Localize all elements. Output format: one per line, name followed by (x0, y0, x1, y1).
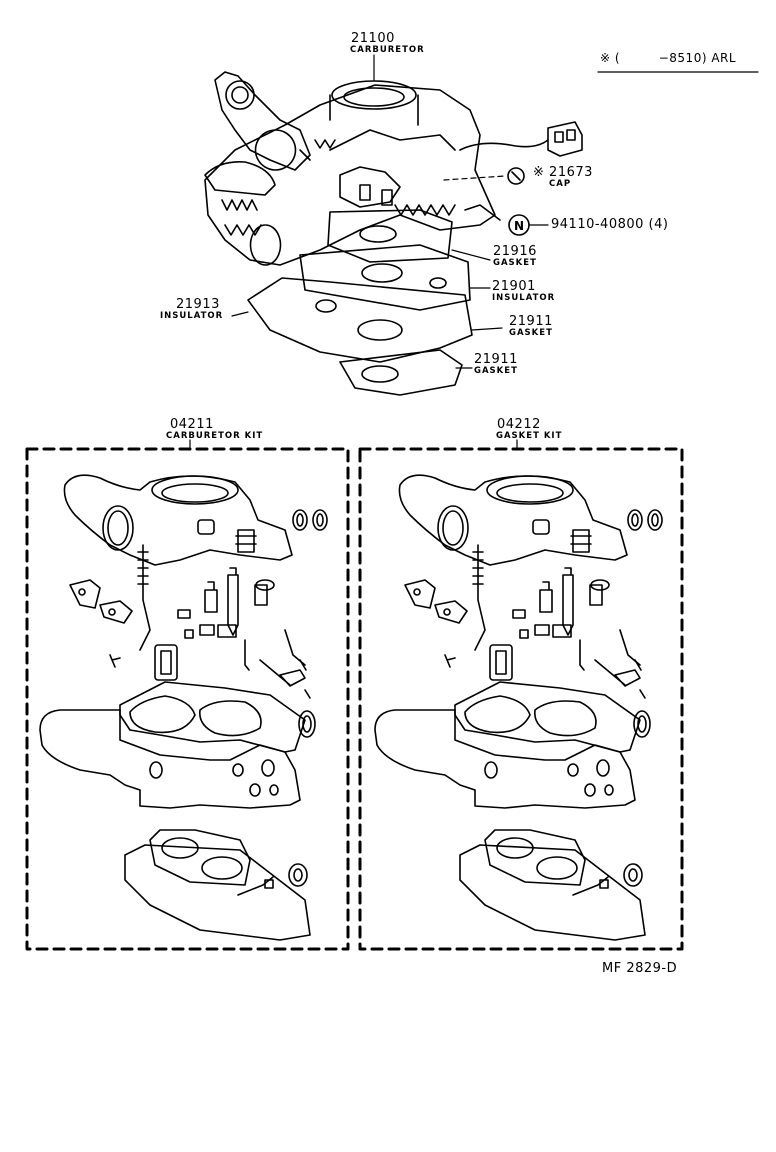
part-name-gasket-21916: GASKET (493, 258, 537, 268)
part-number-bolt: 94110-40800 (4) (551, 217, 669, 232)
note-paren: ( (614, 51, 621, 65)
note-suffix: ARL (711, 51, 737, 65)
gasket-21916 (327, 209, 491, 263)
carburetor-kit-box (25, 447, 350, 951)
cap-mark: ※ (533, 165, 545, 180)
carburetor-assembly (204, 71, 583, 266)
kit-name-carburetor-kit: CARBURETOR KIT (166, 431, 264, 441)
cap-number: 21673 (549, 165, 593, 180)
gasket-kit-contents (374, 474, 663, 941)
part-name-gasket-21911-lower: GASKET (474, 366, 518, 376)
carburetor-kit-contents (39, 474, 328, 941)
figure-code: MF 2829-D (602, 961, 678, 976)
part-name-cap: CAP (549, 179, 572, 189)
kit-name-gasket-kit: GASKET KIT (496, 431, 563, 441)
gasket-21911-lower (339, 349, 473, 396)
note-range: −8510) (658, 51, 708, 65)
part-number-cap: ※ 21673 (533, 166, 593, 179)
gasket-21911-mid (471, 327, 503, 331)
note-mark: ※ (600, 51, 611, 65)
part-name-carburetor: CARBURETOR (350, 45, 425, 55)
part-number-gasket-21911-lower: 21911 (474, 352, 518, 367)
part-number-gasket-21911-mid: 21911 (509, 314, 553, 329)
part-number-insulator-21901: 21901 (492, 279, 536, 294)
part-number-gasket-21916: 21916 (493, 244, 537, 259)
cap-part (443, 167, 525, 185)
gasket-kit-box (358, 447, 684, 951)
part-number-insulator-21913: 21913 (176, 297, 220, 312)
part-name-gasket-21911-mid: GASKET (509, 328, 553, 338)
part-name-insulator-21901: INSULATOR (492, 293, 556, 303)
part-number-carburetor: 21100 (351, 31, 395, 46)
insulator-21913 (231, 277, 473, 363)
part-name-insulator-21913: INSULATOR (160, 311, 224, 321)
applicability-note: ※ ( −8510) ARL (600, 52, 736, 64)
kit-number-04211: 04211 (170, 417, 214, 432)
nut-symbol: N (508, 214, 549, 236)
svg-text:N: N (514, 219, 524, 233)
kit-number-04212: 04212 (497, 417, 541, 432)
insulator-21901 (299, 244, 491, 311)
